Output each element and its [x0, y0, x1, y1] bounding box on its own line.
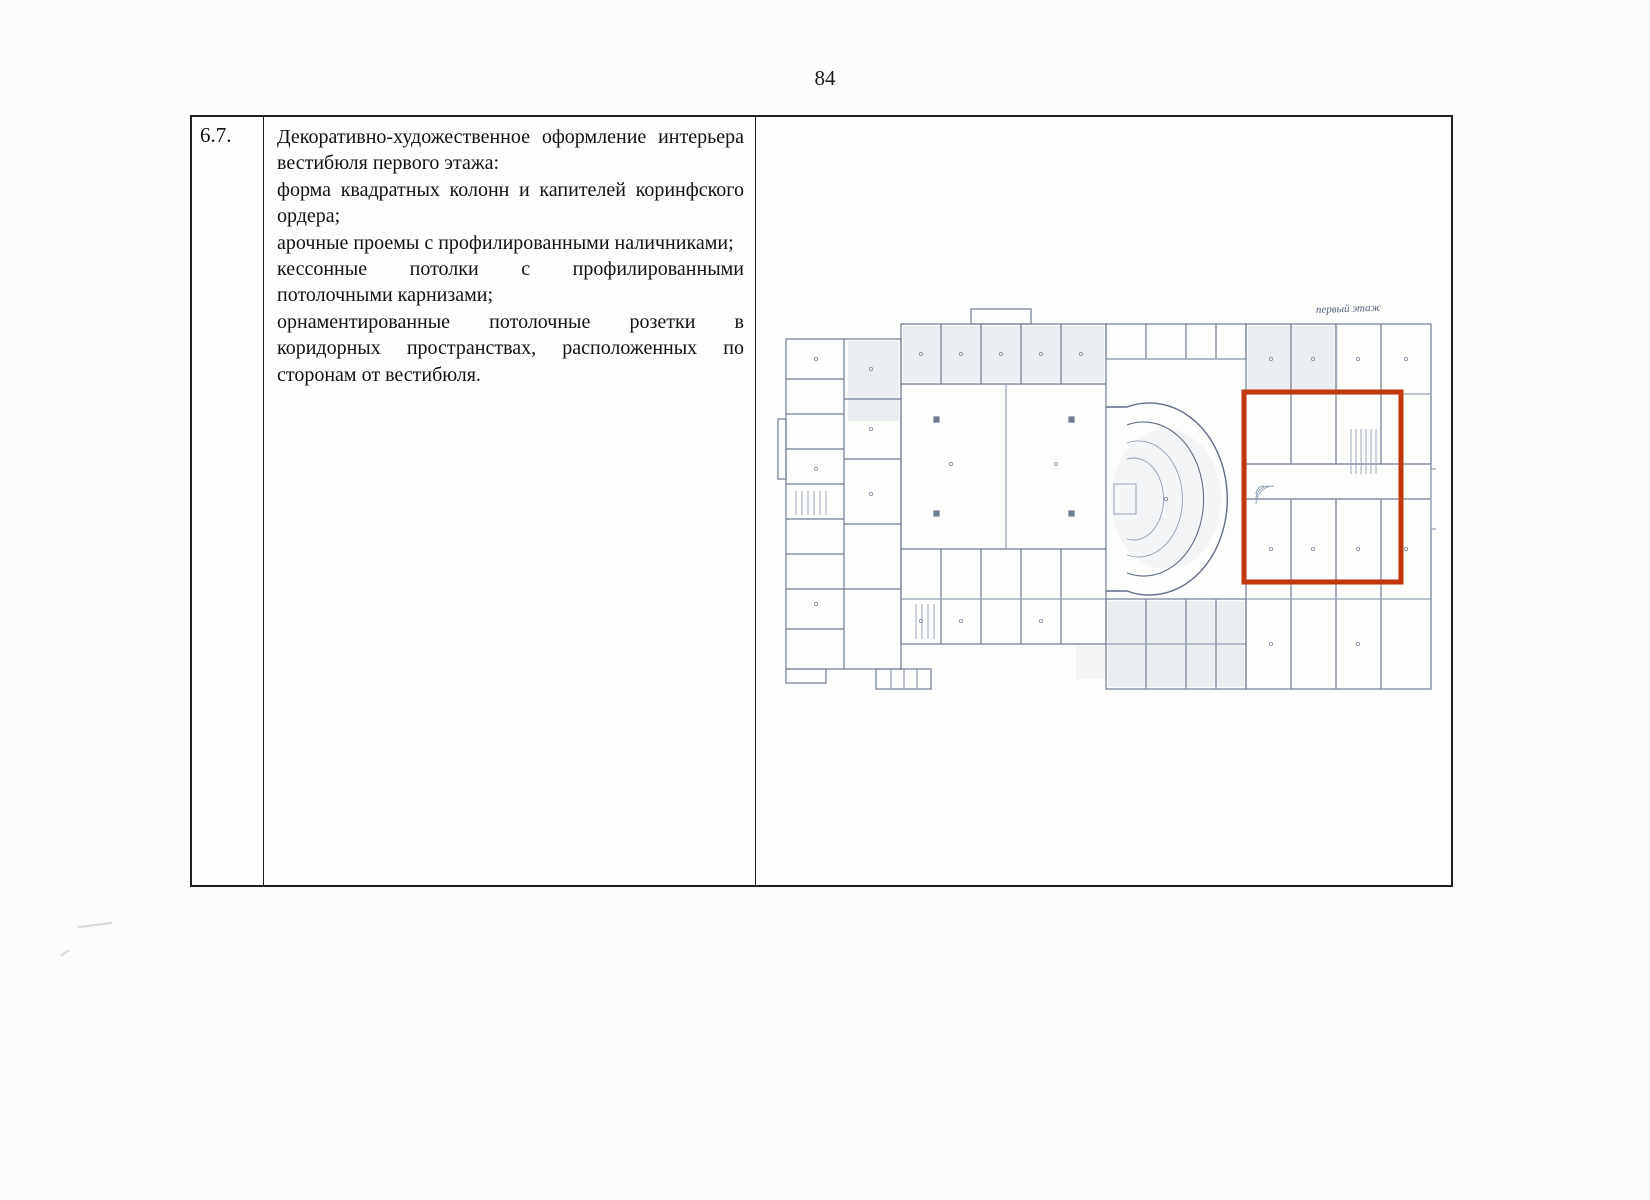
- description-cell: Декоративно-художественное оформление ин…: [264, 117, 756, 885]
- description-paragraph: Декоративно-художественное оформление ин…: [277, 126, 744, 175]
- floor-plan: первый этаж: [777, 302, 1444, 690]
- item-number-cell: 6.7.: [192, 117, 264, 885]
- description-paragraph: орнаментированные потолочные розетки в к…: [277, 310, 744, 386]
- room-symbols: [814, 352, 1409, 646]
- plan-central-block: [875, 308, 1107, 690]
- scan-artifact: [60, 949, 70, 957]
- auditorium-tint: [1111, 429, 1221, 569]
- table: 6.7. Декоративно-художественное оформлен…: [190, 115, 1453, 887]
- curved-stair: [1255, 485, 1275, 505]
- description-paragraph: кессонные потолки с профилированными пот…: [277, 257, 744, 307]
- grand-stair-hatch: [1350, 429, 1377, 474]
- plan-auditorium: [1106, 402, 1228, 596]
- scan-artifact: [78, 921, 112, 929]
- stairs-hatch: [915, 604, 935, 639]
- plan-cell: первый этаж: [756, 117, 1451, 885]
- plan-annotation: первый этаж: [1316, 302, 1382, 316]
- description-paragraph: арочные проемы с профилированными наличн…: [277, 231, 734, 254]
- plan-shading: [848, 326, 1338, 687]
- item-number: 6.7.: [200, 123, 232, 147]
- stairs-hatch: [795, 491, 827, 515]
- plan-highlight-rect: [1241, 389, 1404, 585]
- description-paragraph: форма квадратных колонн и капителей кори…: [277, 178, 744, 228]
- page-number: 84: [814, 66, 836, 90]
- floor-plan-wrapper: первый этаж: [776, 299, 1444, 699]
